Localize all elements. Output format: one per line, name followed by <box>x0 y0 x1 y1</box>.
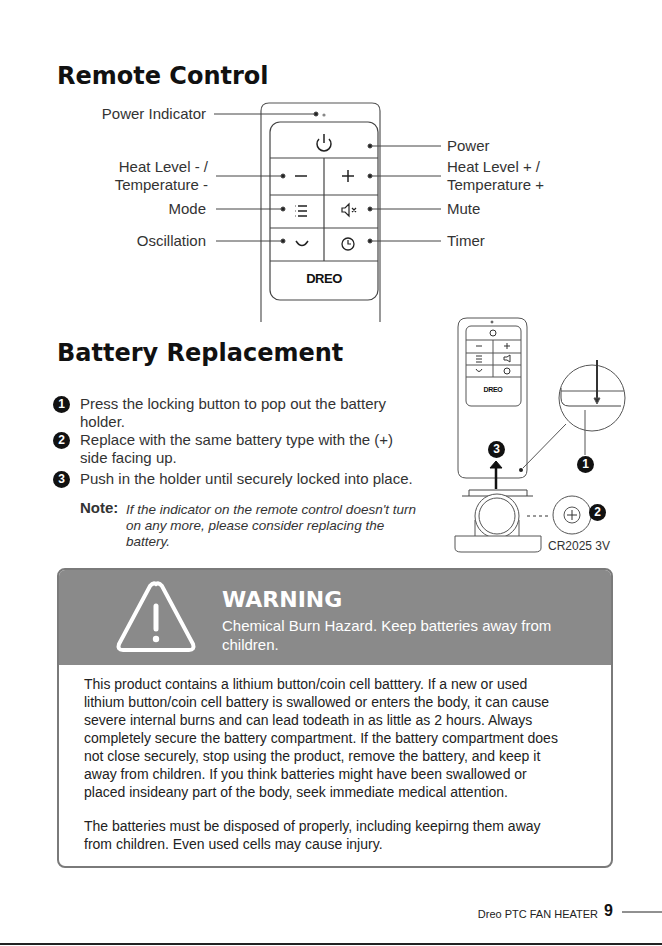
callout-number: 3 <box>53 471 70 488</box>
leader-lines <box>214 112 441 243</box>
brand-logo: DREO <box>472 386 514 394</box>
part-label: Mute <box>447 200 480 218</box>
callout-number: 2 <box>53 432 70 449</box>
part-label: Mode <box>106 200 206 218</box>
note-label: Note: <box>80 499 118 517</box>
warning-panel: WARNING Chemical Burn Hazard. Keep batter… <box>57 568 613 868</box>
step-text: Push in the holder until securely locked… <box>80 470 450 488</box>
warning-body: The batteries must be disposed of proper… <box>84 817 566 853</box>
warning-header-band: WARNING Chemical Burn Hazard. Keep batter… <box>59 570 611 665</box>
warning-title: WARNING <box>222 587 342 613</box>
part-label: Timer <box>447 232 485 250</box>
battery-type: CR2025 3V <box>548 537 610 555</box>
warning-icon <box>111 574 201 664</box>
part-label: Oscillation <box>86 232 206 250</box>
warning-body: This product contains a lithium button/c… <box>84 675 566 801</box>
page-number: 9 <box>604 902 613 920</box>
warning-triangle <box>119 583 194 650</box>
brand-logo: DREO <box>294 270 354 288</box>
section-heading: Remote Control <box>57 60 269 92</box>
part-label: Power Indicator <box>46 105 206 123</box>
exclamation-bar <box>154 606 159 629</box>
battery-illustration <box>455 318 625 552</box>
callout-number: 1 <box>53 396 70 413</box>
section-heading: Battery Replacement <box>57 337 343 369</box>
remote-drawing <box>261 103 380 322</box>
callout-number: 1 <box>577 456 594 473</box>
part-label: Power <box>447 137 490 155</box>
callout-number: 3 <box>488 441 505 458</box>
exclamation-dot <box>153 636 159 642</box>
callout-number: 2 <box>589 504 606 521</box>
step-text: Press the locking button to pop out the … <box>80 395 400 431</box>
part-label: Heat Level - / Temperature - <box>98 158 208 194</box>
note-text: If the indicator on the remote control d… <box>126 502 421 550</box>
warning-subtitle: Chemical Burn Hazard. Keep batteries awa… <box>222 616 592 654</box>
footer-text: Dreo PTC FAN HEATER <box>398 905 598 923</box>
step-text: Replace with the same battery type with … <box>80 431 400 467</box>
part-label: Heat Level + / Temperature + <box>447 158 559 194</box>
